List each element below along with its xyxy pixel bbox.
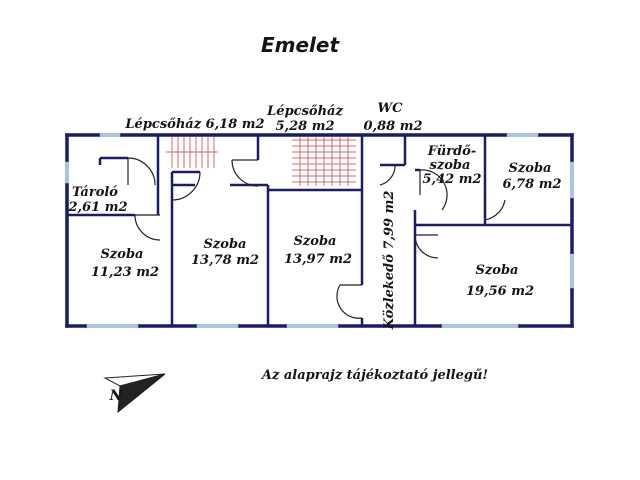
disclaimer-note: Az alaprajz tájékoztató jellegű! (260, 368, 488, 383)
label-furdo-area: 5,42 m2 (423, 172, 482, 187)
label-furdo-2: szoba (430, 158, 471, 173)
staircase-1 (166, 137, 218, 168)
label-szoba-1956-area: 19,56 m2 (466, 284, 534, 299)
label-tarolo-area: 2,61 m2 (68, 200, 128, 215)
windows (65, 133, 574, 328)
outer-walls (65, 133, 574, 328)
label-szoba-678: Szoba (509, 161, 552, 176)
label-szoba-1378: Szoba (204, 237, 247, 252)
label-wc: WC (378, 101, 404, 116)
compass-icon: N (103, 373, 166, 414)
label-lepcsohaz-2-area: 5,28 m2 (276, 119, 335, 134)
plan-title: Emelet (261, 33, 340, 57)
label-szoba-1397: Szoba (294, 234, 337, 249)
label-tarolo: Tároló (72, 185, 118, 200)
doors (127, 157, 506, 319)
label-szoba-1397-area: 13,97 m2 (284, 252, 352, 267)
label-kozlekedo: Közlekedő 7,99 m2 (382, 191, 397, 331)
label-szoba-678-area: 6,78 m2 (503, 177, 562, 192)
label-wc-area: 0,88 m2 (364, 119, 423, 134)
label-lepcsohaz-2: Lépcsőház (266, 104, 343, 119)
label-szoba-1378-area: 13,78 m2 (191, 253, 259, 268)
interior-walls (67, 135, 572, 326)
label-szoba-1956: Szoba (476, 263, 519, 278)
label-furdo-1: Fürdő- (427, 144, 476, 159)
compass-letter: N (109, 388, 124, 404)
label-lepcsohaz-1: Lépcsőház 6,18 m2 (124, 117, 264, 132)
staircase-2 (292, 137, 356, 186)
label-szoba-1123: Szoba (101, 247, 144, 262)
label-szoba-1123-area: 11,23 m2 (91, 265, 159, 280)
